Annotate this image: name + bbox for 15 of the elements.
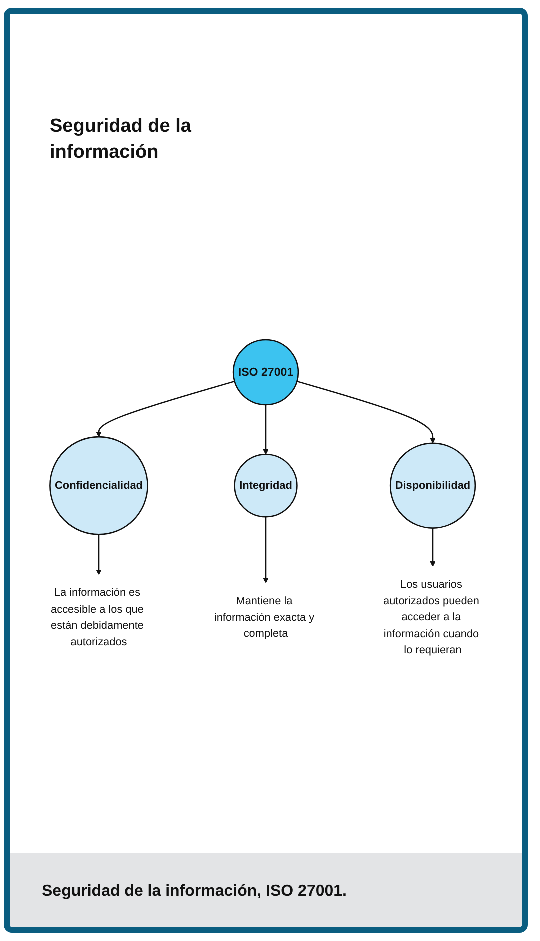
arrow — [96, 380, 236, 438]
node-circle: Disponibilidad — [390, 442, 476, 529]
node-circle: ISO 27001 — [232, 339, 300, 406]
node-text: La información es accesible a los que están debidamente autorizados — [51, 586, 144, 648]
arrow — [430, 528, 436, 568]
node-circle: Confidencialidad — [50, 436, 148, 536]
node-circle: Integridad — [234, 454, 298, 518]
arrow — [96, 534, 102, 576]
arrow — [296, 380, 436, 444]
caption: Seguridad de la información, ISO 27001. — [42, 883, 347, 901]
diagram-title: Seguridad de la información — [50, 115, 192, 165]
arrow — [263, 517, 269, 584]
node-text: Mantiene la información exacta y completa — [214, 594, 315, 640]
arrow — [263, 404, 269, 455]
node-text: Los usuarios autorizados pueden acceder a la información cuando lo requieran — [384, 578, 480, 656]
